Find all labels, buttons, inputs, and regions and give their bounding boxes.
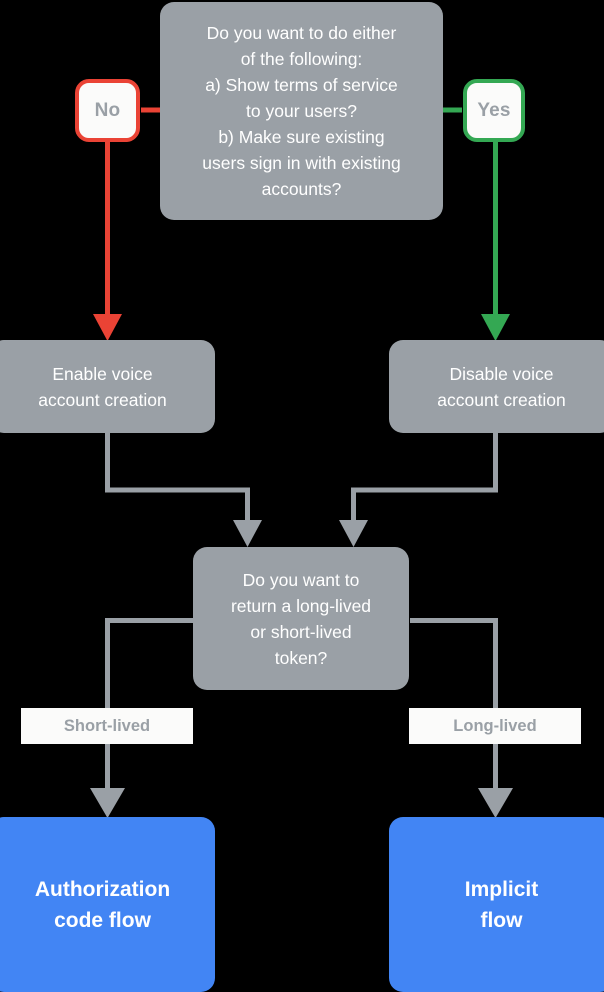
edge-no-to-enable [93, 107, 160, 341]
edge-label-long-lived: Long-lived [409, 708, 581, 744]
edge-label-short-lived-text: Short-lived [63, 716, 151, 735]
edge-yes-to-disable [443, 107, 510, 341]
badge-no-label: No [94, 99, 121, 121]
edge-label-long-lived-text: Long-lived [453, 716, 537, 735]
badge-no[interactable]: No [75, 79, 140, 142]
badge-yes[interactable]: Yes [463, 79, 525, 142]
edge-label-short-lived: Short-lived [21, 708, 193, 744]
badge-yes-label: Yes [477, 99, 511, 121]
edge-disable-to-token [339, 433, 498, 547]
edge-enable-to-token [105, 433, 262, 547]
